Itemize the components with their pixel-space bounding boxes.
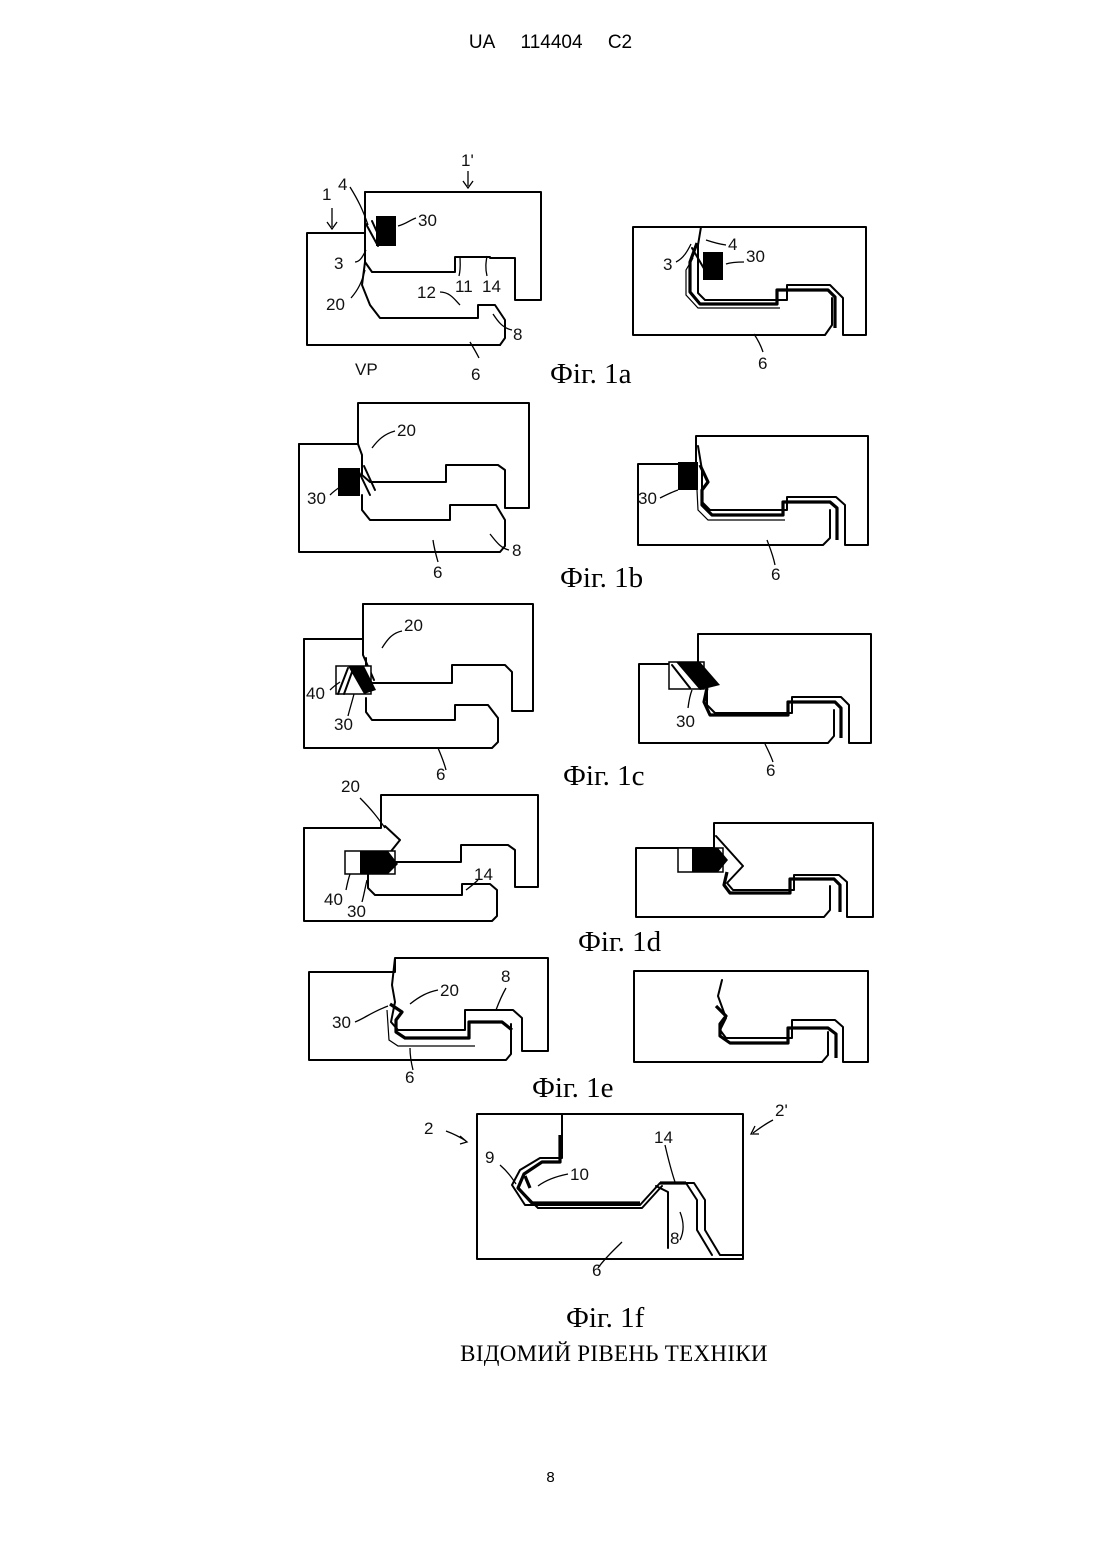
figure-1d: 20 14 40 30 Фіг. 1d <box>304 777 873 958</box>
figure-1e-right <box>634 971 868 1062</box>
label: 30 <box>332 1013 351 1032</box>
label: 40 <box>306 684 325 703</box>
label: 6 <box>471 365 480 384</box>
seal-strip-30 <box>703 252 723 280</box>
label: 6 <box>758 354 767 373</box>
figure-1d-right <box>636 823 873 917</box>
label: 20 <box>397 421 416 440</box>
label: 10 <box>570 1165 589 1184</box>
label: 20 <box>404 616 423 635</box>
label: 4 <box>728 235 737 254</box>
label: 8 <box>670 1229 679 1248</box>
caption-fig-1c: Фіг. 1с <box>563 760 644 792</box>
figure-1b-left: 20 30 8 6 <box>299 403 529 582</box>
label: 6 <box>771 565 780 584</box>
label: 30 <box>418 211 437 230</box>
caption-fig-1b: Фіг. 1b <box>560 562 643 594</box>
label: 30 <box>638 489 657 508</box>
seal-strip-30 <box>376 216 396 246</box>
label: 1 <box>322 185 331 204</box>
label: 30 <box>347 902 366 921</box>
label: 3 <box>663 255 672 274</box>
caption-fig-1e: Фіг. 1е <box>532 1072 613 1104</box>
label: 14 <box>474 865 493 884</box>
label: 8 <box>501 967 510 986</box>
label: 30 <box>676 712 695 731</box>
label: 2 <box>424 1119 433 1138</box>
label: 6 <box>592 1261 601 1280</box>
figure-1a: 1' 1 4 30 3 20 12 11 14 8 VP 6 3 4 30 <box>307 151 866 390</box>
label: 4 <box>338 175 347 194</box>
label: 20 <box>341 777 360 796</box>
caption-fig-1d: Фіг. 1d <box>578 926 662 958</box>
page-number: 8 <box>0 1469 1101 1486</box>
figure-1d-left: 20 14 40 30 <box>304 777 538 921</box>
label: 14 <box>654 1128 673 1147</box>
label: 6 <box>766 761 775 780</box>
label: 6 <box>433 563 442 582</box>
label: 6 <box>405 1068 414 1087</box>
seal-strip-30 <box>338 468 360 496</box>
label: 2' <box>775 1101 788 1120</box>
caption-fig-1a: Фіг. 1а <box>550 358 632 390</box>
label: 11 <box>455 277 473 296</box>
label: 30 <box>334 715 353 734</box>
label: 14 <box>482 277 501 296</box>
figure-1b: 20 30 8 6 30 6 Фіг. 1b <box>299 403 868 594</box>
figure-1c: 20 40 30 6 30 6 Фіг. 1с <box>304 604 871 792</box>
label: 8 <box>513 325 522 344</box>
figure-1f: 2 2' 14 9 10 8 6 Фіг. 1f <box>424 1101 788 1334</box>
label: 40 <box>324 890 343 909</box>
figure-1e: 30 20 8 6 Фіг. 1е <box>309 958 868 1104</box>
seal-strip-30 <box>678 462 698 490</box>
label: 30 <box>307 489 326 508</box>
label: VP <box>355 360 378 379</box>
label: 3 <box>334 254 343 273</box>
label: 6 <box>436 765 445 784</box>
figure-1e-left: 30 20 8 6 <box>309 958 548 1087</box>
figure-1f-frame <box>477 1114 743 1259</box>
label: 20 <box>440 981 459 1000</box>
label: 9 <box>485 1148 494 1167</box>
caption-fig-1f: Фіг. 1f <box>566 1302 645 1334</box>
label: 1' <box>461 151 474 170</box>
figure-1a-left: 1' 1 4 30 3 20 12 11 14 8 VP 6 <box>307 151 541 384</box>
figure-1c-left: 20 40 30 6 <box>304 604 533 784</box>
figure-1a-right: 3 4 30 6 <box>633 227 866 373</box>
label: 12 <box>417 283 436 302</box>
label: 20 <box>326 295 345 314</box>
figure-1b-right: 30 6 <box>638 436 868 584</box>
label: 8 <box>512 541 521 560</box>
prior-art-legend: ВІДОМИЙ РІВЕНЬ ТЕХНІКИ <box>460 1341 768 1366</box>
figure-1c-right: 30 6 <box>639 634 871 780</box>
label: 30 <box>746 247 765 266</box>
